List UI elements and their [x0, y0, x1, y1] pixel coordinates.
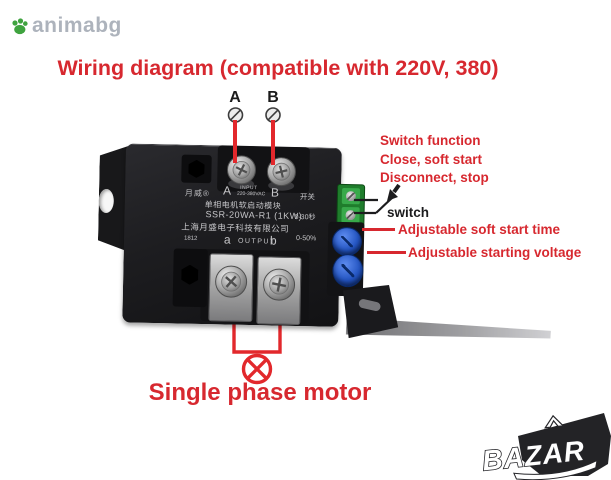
- pointer-line-starting-voltage: [367, 251, 406, 254]
- module-output-b: b: [269, 233, 277, 248]
- output-screw-a: [215, 265, 248, 298]
- watermark-hat-shape: [544, 414, 565, 429]
- marketplace-watermark: BAZAR: [480, 413, 611, 480]
- module-input-b: B: [270, 185, 280, 200]
- input-screw-b: [266, 157, 296, 191]
- module-soft-start-range: 0-30秒: [294, 213, 316, 222]
- module-output-a: a: [223, 232, 231, 247]
- motor-label: Single phase motor: [148, 379, 372, 406]
- soft-start-time-label: Adjustable soft start time: [398, 222, 561, 237]
- motor-symbol: [232, 316, 282, 385]
- paw-icon: [12, 17, 28, 34]
- module-date-code: 1812: [183, 235, 198, 242]
- ssr-module: 月威® A INPUT 220-380VAC B 开关 单相电机软启动模块 SS…: [96, 137, 402, 343]
- right-mounting-flange: [342, 284, 399, 339]
- module-switch-cn: 开关: [299, 192, 316, 202]
- module-input-rating: 220-380VAC: [236, 190, 266, 198]
- terminal-screw-icons: [227, 107, 281, 123]
- arrow-down-left-icon: [387, 183, 401, 201]
- splash-shape: [518, 413, 611, 476]
- module-model: SSR-20WA-R1 (1KW): [205, 209, 303, 222]
- input-terminal-a-label: A: [229, 89, 241, 106]
- wire-input-a: [233, 120, 237, 163]
- module-input-a: A: [222, 183, 232, 198]
- seller-watermark-text: animabg: [32, 14, 122, 37]
- pointer-line-soft-start-time: [362, 228, 395, 231]
- module-voltage-range: 0-50%: [295, 235, 317, 243]
- annotation-disconnect-stop: Disconnect, stop: [380, 170, 489, 185]
- starting-voltage-label: Adjustable starting voltage: [408, 245, 582, 260]
- seller-watermark: animabg: [10, 14, 122, 38]
- wire-input-b: [271, 120, 275, 165]
- switch-label: switch: [387, 205, 430, 220]
- diagram-title: Wiring diagram (compatible with 220V, 38…: [57, 56, 499, 80]
- annotation-switch-function: Switch function: [380, 133, 481, 148]
- module-brand: 月威®: [184, 188, 210, 199]
- output-screw-b: [263, 268, 296, 301]
- switch-function-annotation: Switch function Close, soft start Discon…: [380, 132, 489, 188]
- annotation-close-soft-start: Close, soft start: [380, 151, 483, 167]
- input-terminal-b-label: B: [267, 89, 279, 106]
